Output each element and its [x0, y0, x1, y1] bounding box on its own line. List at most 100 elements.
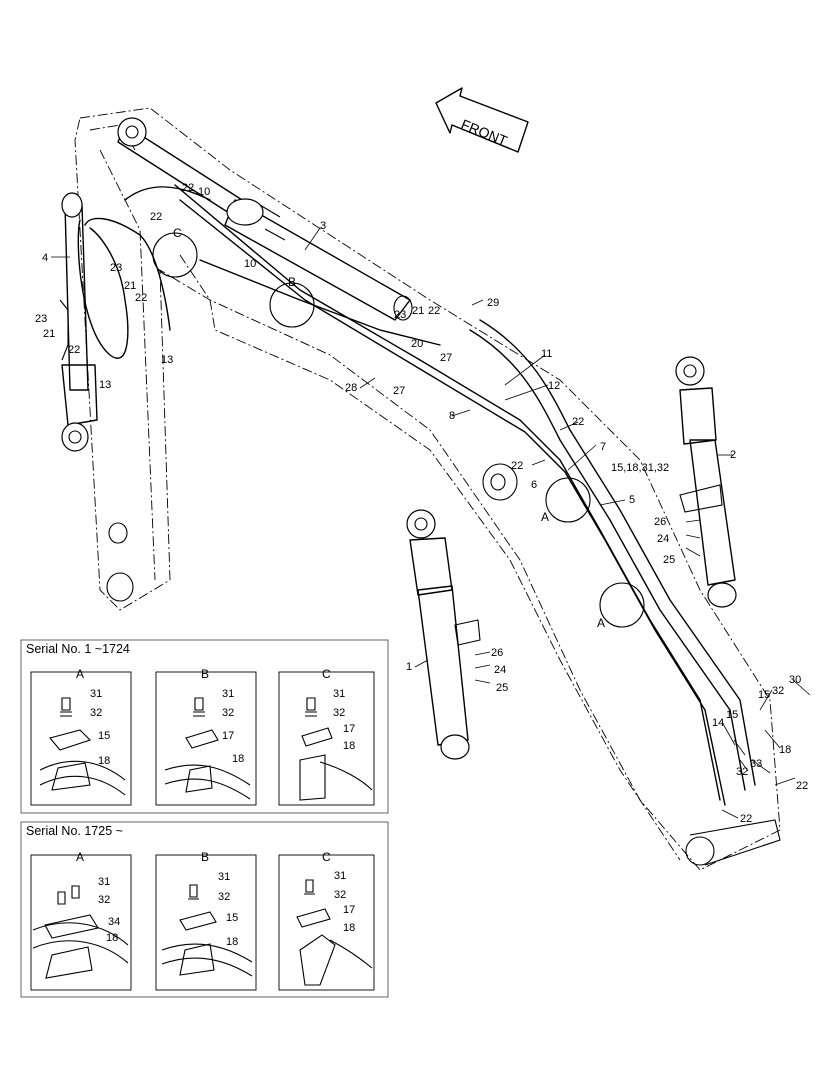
callout-22-c: 22 [182, 182, 194, 194]
svg-text:B: B [201, 667, 209, 681]
callout-30: 30 [789, 674, 801, 686]
svg-text:31: 31 [98, 876, 110, 888]
serial-box-2-title: Serial No. 1725 ~ [26, 824, 123, 838]
callout-22-i: 22 [740, 813, 752, 825]
svg-text:18: 18 [226, 936, 238, 948]
serial-box-1-title: Serial No. 1 ~1724 [26, 642, 130, 656]
svg-text:C: C [322, 667, 331, 681]
callout-24-b: 24 [494, 664, 506, 676]
callout-27-a: 27 [440, 352, 452, 364]
detail-markers: C B A A [173, 226, 605, 630]
svg-text:18: 18 [343, 740, 355, 752]
callout-33: 33 [750, 758, 762, 770]
callout-22-e: 22 [135, 292, 147, 304]
serial-box-1-detail-b: B 31 32 17 18 [155, 667, 257, 806]
boom-cylinder-left [59, 192, 98, 452]
svg-text:31: 31 [222, 688, 234, 700]
svg-text:31: 31 [333, 688, 345, 700]
svg-text:B: B [201, 850, 209, 864]
callout-6: 6 [531, 479, 537, 491]
svg-text:15: 15 [98, 730, 110, 742]
svg-text:18: 18 [343, 922, 355, 934]
callout-4: 4 [42, 252, 48, 264]
svg-text:32: 32 [90, 707, 102, 719]
detail-marker-c: C [173, 226, 182, 240]
callout-32-b: 32 [736, 766, 748, 778]
svg-text:32: 32 [334, 889, 346, 901]
callout-12: 12 [548, 380, 560, 392]
serial-box-2: Serial No. 1725 ~ A 31 32 34 18 B 31 32 … [20, 821, 389, 998]
svg-text:A: A [76, 850, 84, 864]
detail-marker-a-2: A [597, 616, 605, 630]
callout-22-f: 22 [68, 344, 80, 356]
detail-circles [152, 232, 645, 628]
callout-22-d: 22 [150, 211, 162, 223]
callout-23-b: 23 [35, 313, 47, 325]
bucket-cylinder [675, 356, 737, 608]
svg-text:32: 32 [98, 894, 110, 906]
callout-32-a: 32 [772, 685, 784, 697]
callout-21-b: 21 [43, 328, 55, 340]
callout-23-c: 23 [394, 309, 406, 321]
boom-cylinder-center [406, 509, 481, 760]
callout-26-a: 26 [654, 516, 666, 528]
callout-29: 29 [487, 297, 499, 309]
svg-text:C: C [322, 850, 331, 864]
callout-11: 11 [541, 348, 552, 360]
callout-3: 3 [320, 220, 326, 232]
callout-8: 8 [449, 410, 455, 422]
callout-22-a: 22 [572, 416, 584, 428]
callout-10-b: 10 [244, 258, 256, 270]
svg-text:17: 17 [343, 904, 355, 916]
callout-20: 20 [411, 338, 423, 350]
boom-hoses [77, 184, 756, 806]
detail-marker-b: B [288, 275, 296, 289]
callout-1: 1 [406, 661, 412, 673]
callout-14: 14 [712, 717, 724, 729]
callouts: 3 4 2 1 5 6 7 8 10 10 11 12 13 13 15,18,… [35, 182, 808, 825]
callout-15-a: 15 [758, 689, 770, 701]
svg-text:32: 32 [218, 891, 230, 903]
serial-box-2-detail-a: A 31 32 34 18 [30, 850, 132, 991]
callout-23-a: 23 [110, 262, 122, 274]
svg-text:34: 34 [108, 916, 120, 928]
arm-cylinder [117, 117, 413, 321]
callout-22-h: 22 [796, 780, 808, 792]
serial-box-1-detail-c: C 31 32 17 18 [278, 667, 375, 806]
front-label: FRONT [459, 116, 510, 149]
callout-15-b: 15 [726, 709, 738, 721]
callout-10-a: 10 [198, 186, 210, 198]
callout-13-a: 13 [161, 354, 173, 366]
serial-box-2-detail-c: C 31 32 17 18 [278, 850, 375, 991]
callout-22-b: 22 [511, 460, 523, 472]
callout-22-g: 22 [428, 305, 440, 317]
svg-text:18: 18 [98, 755, 110, 767]
svg-text:32: 32 [333, 707, 345, 719]
callout-24-a: 24 [657, 533, 669, 545]
serial-box-2-detail-b: B 31 32 15 18 [155, 850, 257, 991]
callout-2: 2 [730, 449, 736, 461]
callout-15-list: 15,18,31,32 [611, 462, 669, 474]
callout-26-b: 26 [491, 647, 503, 659]
callout-13-b: 13 [99, 379, 111, 391]
callout-5: 5 [629, 494, 635, 506]
svg-text:31: 31 [90, 688, 102, 700]
svg-text:17: 17 [222, 730, 234, 742]
callout-27-b: 27 [393, 385, 405, 397]
svg-text:31: 31 [218, 871, 230, 883]
serial-box-1: Serial No. 1 ~1724 A 31 32 15 18 B 31 32… [20, 639, 389, 814]
svg-text:31: 31 [334, 870, 346, 882]
front-direction-arrow-icon: FRONT [435, 87, 529, 153]
svg-text:18: 18 [106, 932, 118, 944]
detail-label: A [76, 667, 84, 681]
leader-lines [51, 227, 811, 819]
svg-text:18: 18 [232, 753, 244, 765]
callout-25-b: 25 [496, 682, 508, 694]
svg-text:17: 17 [343, 723, 355, 735]
callout-18: 18 [779, 744, 791, 756]
callout-21-c: 21 [412, 305, 424, 317]
serial-box-1-detail-a: A 31 32 15 18 [30, 667, 132, 806]
callout-25-a: 25 [663, 554, 675, 566]
callout-21-a: 21 [124, 280, 136, 292]
